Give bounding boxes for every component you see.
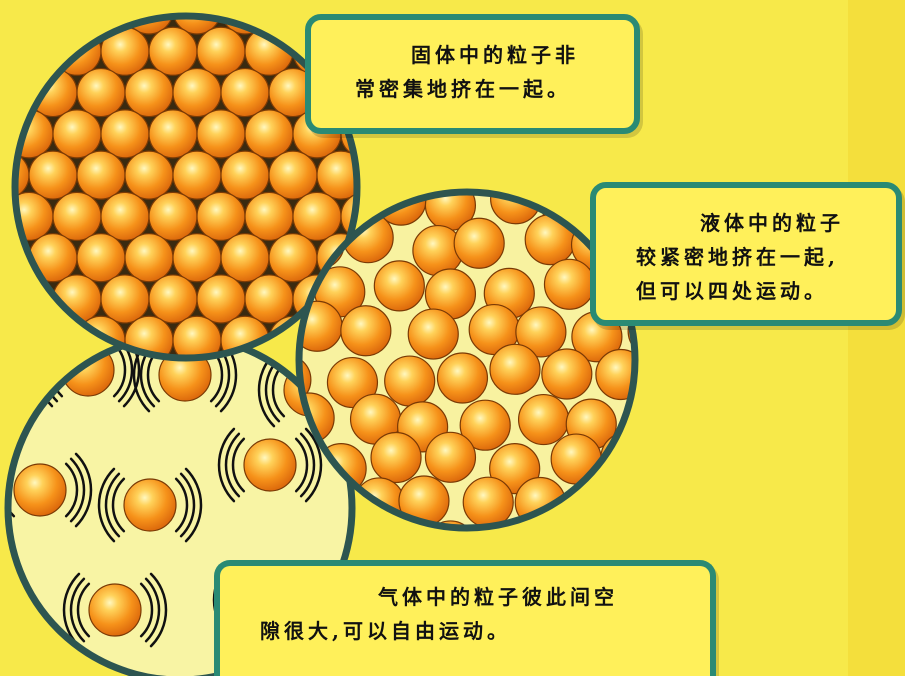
liquid-particle xyxy=(341,306,391,356)
solid-particle xyxy=(125,69,173,117)
solid-caption-line-2: 常密集地挤在一起。 xyxy=(355,72,618,106)
solid-particle xyxy=(0,110,5,158)
solid-particle xyxy=(197,110,245,158)
solid-particle xyxy=(29,316,77,364)
liquid-particle xyxy=(371,433,421,483)
solid-particle xyxy=(77,69,125,117)
solid-particle xyxy=(101,192,149,240)
solid-particle xyxy=(77,151,125,199)
liquid-particle xyxy=(544,259,594,309)
solid-caption-line-1: 固体中的粒子非 xyxy=(355,38,618,72)
liquid-particle xyxy=(636,392,686,442)
liquid-particle xyxy=(684,486,734,536)
solid-particle xyxy=(197,275,245,323)
solid-particle xyxy=(0,69,29,117)
gas-particle xyxy=(244,439,296,491)
gas-caption: 气体中的粒子彼此间空 隙很大,可以自由运动。 xyxy=(214,560,716,676)
solid-particle xyxy=(101,110,149,158)
liquid-particle xyxy=(745,398,795,448)
solid-particle xyxy=(221,151,269,199)
solid-particle xyxy=(0,27,5,75)
solid-particle xyxy=(173,151,221,199)
liquid-particle xyxy=(437,353,487,403)
solid-particle xyxy=(0,0,29,34)
liquid-caption-line-1: 液体中的粒子 xyxy=(636,206,886,240)
liquid-particle xyxy=(519,395,569,445)
motion-line xyxy=(0,454,4,526)
solid-particle xyxy=(125,234,173,282)
liquid-particle xyxy=(573,482,623,532)
liquid-particle xyxy=(705,437,755,487)
solid-particle xyxy=(149,275,197,323)
liquid-caption-line-2: 较紧密地挤在一起, xyxy=(636,240,886,274)
liquid-particle xyxy=(738,489,788,539)
solid-particle xyxy=(197,27,245,75)
solid-particle xyxy=(269,151,317,199)
solid-particle xyxy=(197,192,245,240)
solid-particle xyxy=(101,275,149,323)
solid-particle xyxy=(269,234,317,282)
solid-particle xyxy=(149,27,197,75)
liquid-particle xyxy=(454,218,504,268)
liquid-caption-line-3: 但可以四处运动。 xyxy=(636,274,886,308)
liquid-particle xyxy=(653,439,703,489)
gas-particle xyxy=(14,464,66,516)
liquid-particle xyxy=(374,261,424,311)
liquid-particle xyxy=(620,487,670,537)
solid-particle xyxy=(0,316,29,364)
solid-particle xyxy=(365,151,413,199)
solid-particle xyxy=(245,275,293,323)
solid-particle xyxy=(29,0,77,34)
gas-caption-line-1: 气体中的粒子彼此间空 xyxy=(260,580,700,614)
solid-particle xyxy=(5,27,53,75)
solid-particle xyxy=(173,234,221,282)
gas-particle xyxy=(89,584,141,636)
liquid-particle xyxy=(709,357,759,407)
liquid-particle xyxy=(551,434,601,484)
liquid-caption: 液体中的粒子 较紧密地挤在一起, 但可以四处运动。 xyxy=(590,182,902,326)
solid-particle xyxy=(0,358,5,406)
solid-particle xyxy=(245,192,293,240)
solid-particle xyxy=(245,110,293,158)
liquid-particle xyxy=(425,432,475,482)
solid-particle xyxy=(149,110,197,158)
liquid-particle xyxy=(660,354,710,404)
liquid-particle xyxy=(676,390,726,440)
gas-caption-line-2: 隙很大,可以自由运动。 xyxy=(260,614,700,648)
solid-particle xyxy=(149,192,197,240)
solid-particle xyxy=(173,69,221,117)
solid-particle xyxy=(53,192,101,240)
solid-particle xyxy=(125,151,173,199)
liquid-particle xyxy=(385,356,435,406)
solid-particle xyxy=(293,192,341,240)
solid-caption: 固体中的粒子非 常密集地挤在一起。 xyxy=(305,14,640,134)
liquid-particle xyxy=(714,526,764,576)
solid-particle xyxy=(29,151,77,199)
liquid-particle xyxy=(463,477,513,527)
gas-particle xyxy=(124,479,176,531)
solid-particle xyxy=(53,110,101,158)
liquid-particle xyxy=(542,349,592,399)
solid-particle xyxy=(0,275,5,323)
solid-particle xyxy=(0,192,5,240)
liquid-particle xyxy=(408,309,458,359)
solid-particle xyxy=(221,69,269,117)
solid-particle xyxy=(221,234,269,282)
liquid-particle xyxy=(601,433,651,483)
liquid-particle xyxy=(490,344,540,394)
solid-particle xyxy=(77,234,125,282)
